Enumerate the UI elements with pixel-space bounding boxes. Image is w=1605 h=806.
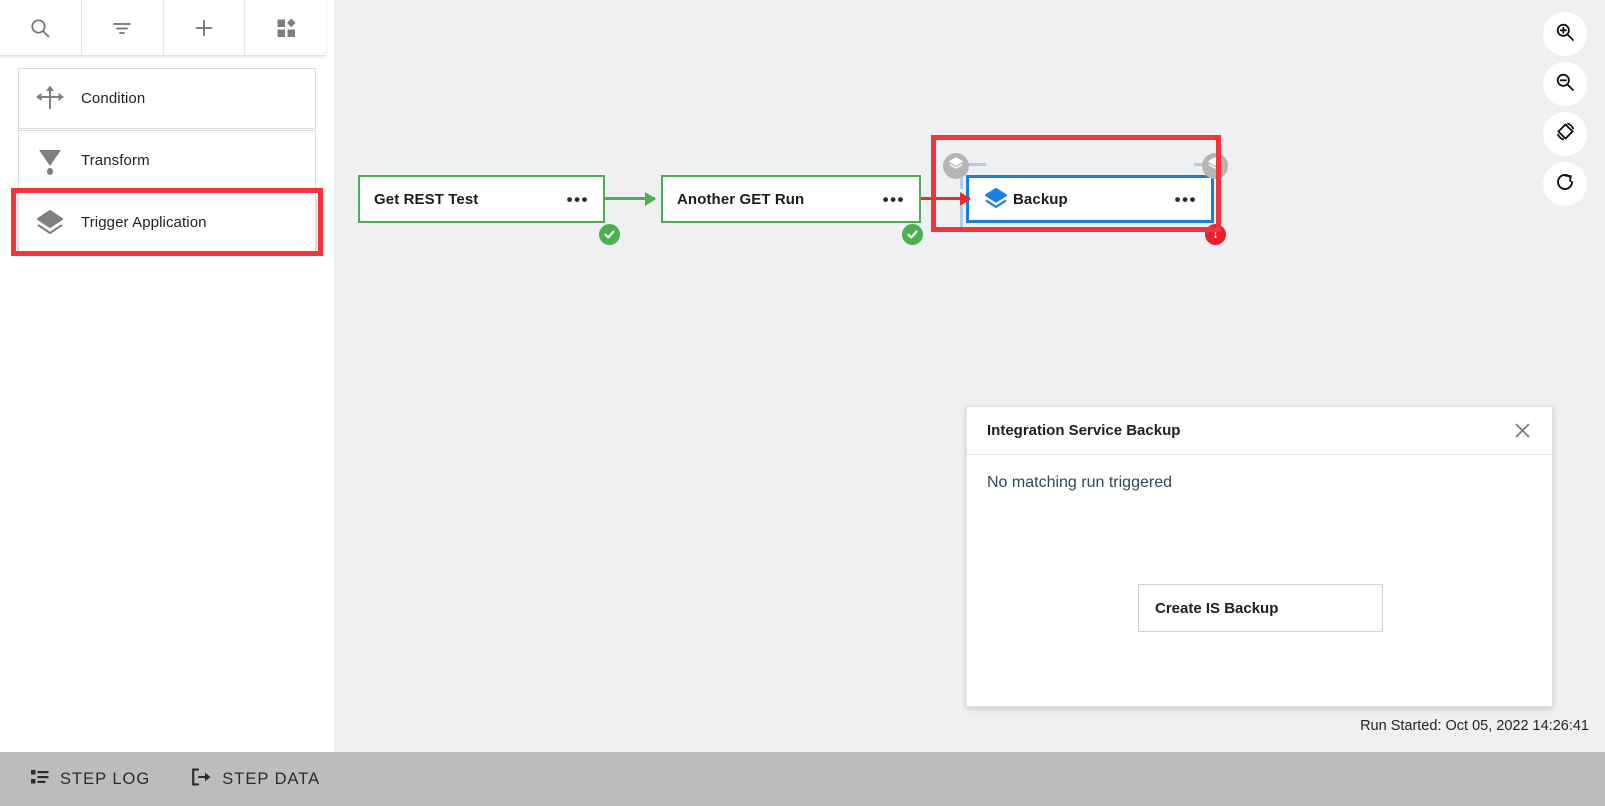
node-label: Backup bbox=[1013, 190, 1068, 208]
components-icon bbox=[274, 16, 298, 40]
layers-icon bbox=[948, 156, 964, 177]
sidebar-toolbar bbox=[0, 0, 326, 56]
node-menu-button[interactable]: ••• bbox=[1174, 189, 1197, 209]
node-menu-button[interactable]: ••• bbox=[882, 189, 905, 209]
components-button[interactable] bbox=[245, 0, 326, 55]
tab-step-data[interactable]: STEP DATA bbox=[190, 767, 320, 792]
search-button[interactable] bbox=[0, 0, 82, 55]
search-icon bbox=[28, 16, 52, 40]
connector-another-get-run-to-backup bbox=[921, 192, 971, 206]
step-data-export-icon bbox=[190, 767, 212, 792]
refresh-button[interactable] bbox=[1543, 162, 1587, 206]
sidebar-item-transform[interactable]: Transform bbox=[18, 130, 316, 191]
node-menu-button[interactable]: ••• bbox=[566, 189, 589, 209]
workflow-node-get-rest-test[interactable]: Get REST Test ••• bbox=[358, 175, 605, 223]
connector-get-rest-test-to-another-get-run bbox=[605, 192, 656, 206]
canvas-tools bbox=[1543, 12, 1587, 212]
workflow-node-another-get-run[interactable]: Another GET Run ••• bbox=[661, 175, 921, 223]
arrowhead-icon bbox=[645, 192, 656, 206]
status-badge-success bbox=[902, 224, 923, 245]
sidebar-item-label: Trigger Application bbox=[81, 214, 207, 231]
sidebar-item-label: Condition bbox=[81, 90, 146, 107]
rotate-orientation-button[interactable] bbox=[1543, 112, 1587, 156]
condition-split-icon bbox=[19, 82, 81, 116]
backup-layers-icon bbox=[983, 186, 1013, 212]
rotate-orientation-icon bbox=[1554, 120, 1577, 148]
close-icon[interactable] bbox=[1513, 421, 1532, 440]
sidebar-item-trigger-application[interactable]: Trigger Application bbox=[18, 192, 316, 253]
panel-header: Integration Service Backup bbox=[967, 407, 1552, 455]
sidebar-bottom-spacer bbox=[0, 743, 334, 752]
sidebar: Condition Transform Tr bbox=[0, 0, 334, 752]
zoom-out-icon bbox=[1554, 71, 1576, 98]
sidebar-item-condition[interactable]: Condition bbox=[18, 68, 316, 129]
tab-step-log[interactable]: STEP LOG bbox=[30, 767, 150, 792]
zoom-in-button[interactable] bbox=[1543, 12, 1587, 56]
node-label: Another GET Run bbox=[677, 190, 805, 208]
transform-funnel-icon bbox=[19, 144, 81, 178]
run-started-status: Run Started: Oct 05, 2022 14:26:41 bbox=[1360, 718, 1589, 734]
tab-label: STEP DATA bbox=[222, 769, 321, 788]
arrowhead-icon bbox=[960, 192, 971, 206]
refresh-icon bbox=[1554, 171, 1576, 198]
workflow-node-backup[interactable]: Backup ••• bbox=[966, 175, 1214, 223]
panel-message: No matching run triggered bbox=[987, 474, 1172, 491]
sidebar-item-label: Transform bbox=[81, 152, 150, 169]
bottom-bar: STEP LOG STEP DATA bbox=[0, 752, 1605, 806]
trigger-application-layers-icon bbox=[19, 206, 81, 240]
zoom-out-button[interactable] bbox=[1543, 62, 1587, 106]
add-icon bbox=[192, 16, 216, 40]
status-badge-error: ! bbox=[1205, 224, 1226, 245]
status-badge-success bbox=[599, 224, 620, 245]
layers-icon bbox=[1207, 156, 1223, 177]
integration-service-backup-panel: Integration Service Backup No matching r… bbox=[966, 406, 1553, 707]
add-button[interactable] bbox=[163, 0, 246, 55]
palette-list: Condition Transform Tr bbox=[0, 56, 334, 253]
panel-title: Integration Service Backup bbox=[987, 422, 1181, 439]
filter-icon bbox=[110, 16, 134, 40]
layers-badge-right[interactable] bbox=[1202, 153, 1228, 179]
step-log-list-icon bbox=[30, 767, 50, 792]
tab-label: STEP LOG bbox=[60, 769, 151, 788]
panel-body: No matching run triggered Create IS Back… bbox=[967, 455, 1552, 707]
create-is-backup-button[interactable]: Create IS Backup bbox=[1138, 584, 1383, 632]
filter-button[interactable] bbox=[81, 0, 164, 55]
node-label: Get REST Test bbox=[374, 190, 479, 208]
layers-badge-left[interactable] bbox=[943, 153, 969, 179]
zoom-in-icon bbox=[1554, 21, 1576, 48]
selection-corner-bottom-left bbox=[960, 206, 986, 232]
